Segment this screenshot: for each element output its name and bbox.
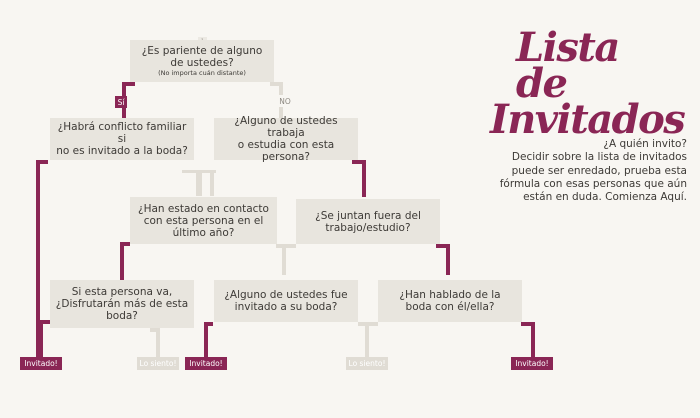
result-sorry: Lo siento! [346, 357, 388, 370]
question-relative-line-1: ¿Es pariente de alguno [141, 44, 263, 57]
q7-yes-connector [204, 322, 213, 357]
question-talked-line-2: boda con él/ella? [405, 301, 495, 313]
question-relative-line-2: de ustedes? [170, 56, 234, 69]
question-contact-last-year: ¿Han estado en contacto con esta persona… [130, 197, 277, 244]
question-family-conflict-line-1: ¿Habrá conflicto familiar si [57, 121, 187, 145]
intro-line: ¿A quién invito? [603, 138, 687, 150]
question-work-study-line-1: ¿Alguno de ustedes trabaja [234, 115, 338, 139]
q6-yes-connector [39, 320, 50, 357]
intro-text: ¿A quién invito? Decidir sobre la lista … [478, 138, 687, 204]
question-family-conflict-line-2: no es invitado a la boda? [56, 145, 188, 157]
q1-no-connector [270, 82, 283, 118]
result-invited: Invitado! [511, 357, 553, 370]
q1-yes-connector [122, 82, 135, 118]
question-talked-line-1: ¿Han hablado de la [399, 289, 501, 301]
question-enjoy-line-3: boda? [106, 310, 138, 322]
intro-line: puede ser enredado, prueba esta [511, 164, 687, 177]
question-contact-line-2: con esta persona en el [143, 214, 264, 227]
question-family-conflict: ¿Habrá conflicto familiar si no es invit… [50, 118, 194, 160]
page-title: Lista de Invitados [490, 24, 686, 143]
q4-yes-connector [120, 242, 130, 282]
result-sorry: Lo siento! [137, 357, 179, 370]
q5-yes-connector [436, 244, 450, 275]
question-invited-to-their-wedding: ¿Alguno de ustedes fue invitado a su bod… [214, 280, 358, 322]
q3-yes-connector [352, 160, 366, 197]
q2-no-connector [182, 170, 216, 196]
question-relative: ¿Es pariente de alguno de ustedes? (No i… [130, 40, 274, 82]
question-hang-out-line-2: trabajo/estudio? [325, 221, 411, 234]
q7-no-connector [358, 322, 378, 357]
result-invited: Invitado! [185, 357, 227, 370]
question-invited-line-2: invitado a su boda? [234, 301, 338, 313]
question-work-study-line-2: o estudia con esta persona? [237, 139, 335, 163]
result-invited: Invitado! [20, 357, 62, 370]
branch-yes-label: Sí [115, 96, 127, 108]
question-enjoy-line-1: Si esta persona va, [71, 286, 173, 298]
question-contact-line-3: último año? [172, 226, 235, 239]
intro-line: Decidir sobre la lista de invitados [511, 151, 687, 164]
q8-yes-connector [521, 322, 535, 357]
q6-no-connector [150, 328, 160, 357]
q5-no-connector [288, 244, 296, 248]
question-invited-line-1: ¿Alguno de ustedes fue [224, 289, 348, 301]
q2-yes-connector [36, 160, 48, 357]
question-hang-out-line-1: ¿Se juntan fuera del [315, 209, 421, 222]
intro-line: están en duda. Comienza Aquí. [523, 191, 687, 204]
question-work-study: ¿Alguno de ustedes trabaja o estudia con… [214, 115, 358, 163]
question-hang-out: ¿Se juntan fuera del trabajo/estudio? [296, 199, 440, 244]
page-title-line-1: Lista de [516, 24, 620, 107]
q3-no-connector [196, 170, 214, 196]
question-talked-about-wedding: ¿Han hablado de la boda con él/ella? [378, 280, 522, 322]
question-enjoy-line-2: ¿Disfrutarán más de esta [55, 298, 189, 310]
question-relative-note: (No importa cuán distante) [158, 68, 246, 77]
page-title-line-2: Invitados [490, 96, 686, 143]
intro-line: fórmula con esas personas que aún [499, 177, 687, 190]
question-contact-line-1: ¿Han estado en contacto [138, 202, 269, 215]
q8-no-connector [370, 322, 378, 326]
question-enjoy-wedding: Si esta persona va, ¿Disfrutarán más de … [50, 280, 194, 328]
q4-no-connector [276, 244, 296, 275]
branch-no-label: NO [279, 95, 291, 107]
